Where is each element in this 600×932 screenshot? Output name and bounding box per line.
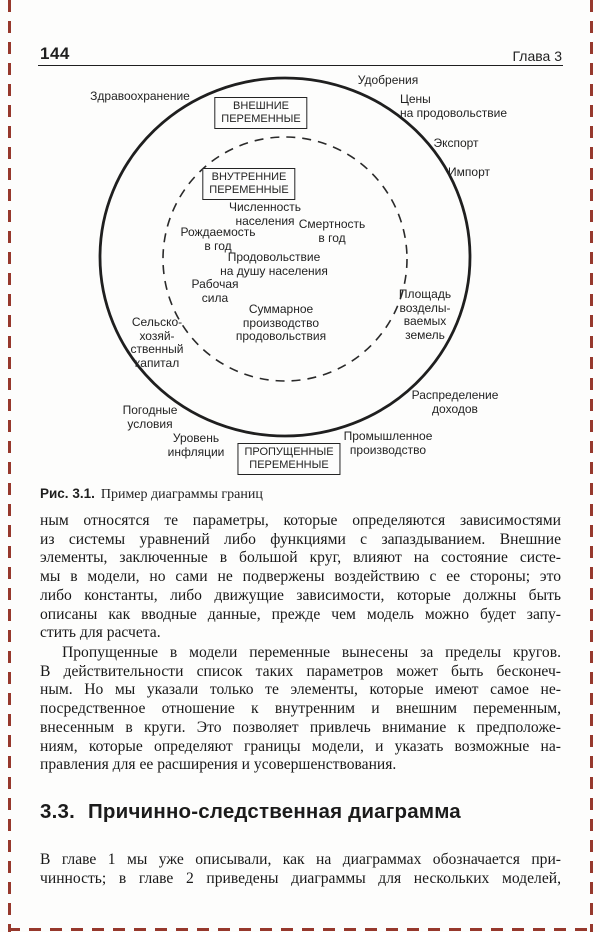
text-line: мы в модели, но сами не подвержены возде… — [40, 568, 561, 586]
text-line: внесенным в круги. Это позволяет привлеч… — [40, 718, 561, 736]
text-line: правления для ее расширения и усовершенс… — [40, 756, 397, 774]
label-food-prices: Цены на продовольствие — [400, 92, 508, 120]
paragraph-1: ным относятся те параметры, которые опре… — [40, 512, 561, 643]
text-line: чинность; в главе 2 приведены диаграммы … — [40, 869, 561, 887]
label-agricultural-capital: Сельско- хозяй- ственный капитал — [130, 315, 184, 370]
section-number: 3.3. — [40, 800, 75, 823]
text-line: ным относятся те параметры, которые опре… — [40, 512, 561, 529]
text-line: ным. Но мы указали только те элементы, к… — [40, 681, 561, 699]
label-fertilizers: Удобрения — [357, 73, 419, 87]
text-line: В действительности список таких параметр… — [40, 662, 561, 680]
figure-caption-text: Пример диаграммы границ — [100, 487, 263, 502]
text-line: из системы уравнений либо функциями с за… — [40, 530, 561, 548]
diagram-circles — [98, 76, 472, 438]
crop-mark-bottom — [8, 928, 593, 931]
text-line: либо константы, либо движущие зависимост… — [40, 586, 561, 604]
label-industrial-production: Промышленное производство — [343, 429, 433, 457]
text-line: ниям, которые определяют границы модели,… — [40, 737, 561, 755]
label-weather-conditions: Погодные условия — [122, 403, 178, 431]
section-heading: 3.3. Причинно-следственная диаграмма — [40, 800, 461, 824]
label-population-size: Численность населения — [228, 200, 302, 228]
label-inflation-rate: Уровень инфляции — [167, 431, 225, 459]
page-number: 144 — [40, 44, 70, 63]
label-food-per-capita: Продовольствие на душу населения — [220, 250, 328, 278]
external-variables-box: ВНЕШНИЕ ПЕРЕМЕННЫЕ — [214, 97, 308, 129]
crop-mark-left — [8, 0, 11, 932]
label-births-per-year: Рождаемость в год — [180, 225, 256, 253]
label-income-distribution: Распределение доходов — [411, 388, 499, 416]
text-line: Пропущенные в модели переменные вынесены… — [62, 644, 561, 661]
header-rule — [38, 65, 563, 66]
missing-variables-box: ПРОПУЩЕННЫЕ ПЕРЕМЕННЫЕ — [237, 443, 341, 475]
figure-caption-number: Рис. 3.1. — [40, 486, 95, 501]
label-deaths-per-year: Смертность в год — [298, 217, 366, 245]
section-title: Причинно-следственная диаграмма — [88, 800, 461, 823]
chapter-label: Глава 3 — [512, 48, 563, 64]
label-export: Экспорт — [433, 136, 479, 150]
label-labor-force: Рабочая сила — [191, 277, 239, 305]
label-healthcare: Здравоохранение — [90, 89, 190, 103]
text-line: стить для расчета. — [40, 624, 161, 642]
paragraph-3: В главе 1 мы уже описывали, как на диагр… — [40, 851, 561, 888]
crop-mark-right — [590, 0, 593, 932]
inner-boundary-circle — [162, 136, 408, 382]
text-line: В главе 1 мы уже описывали, как на диагр… — [40, 851, 561, 868]
text-line: посредственное отношение к внутренним и … — [40, 700, 561, 718]
figure-caption: Рис. 3.1. Пример диаграммы границ — [40, 486, 263, 503]
label-cultivated-area: Площадь возделы- ваемых земель — [398, 287, 452, 342]
internal-variables-box: ВНУТРЕННИЕ ПЕРЕМЕННЫЕ — [202, 168, 296, 200]
paragraph-2: Пропущенные в модели переменные вынесены… — [40, 644, 561, 775]
label-import: Импорт — [448, 165, 490, 179]
text-line: элементы, заключенные в большой круг, вл… — [40, 549, 561, 567]
label-total-food-production: Суммарное производство продовольствия — [235, 302, 327, 343]
text-line: описаны как вводные данные, прежде чем м… — [40, 605, 561, 623]
outer-boundary-circle — [98, 76, 472, 438]
